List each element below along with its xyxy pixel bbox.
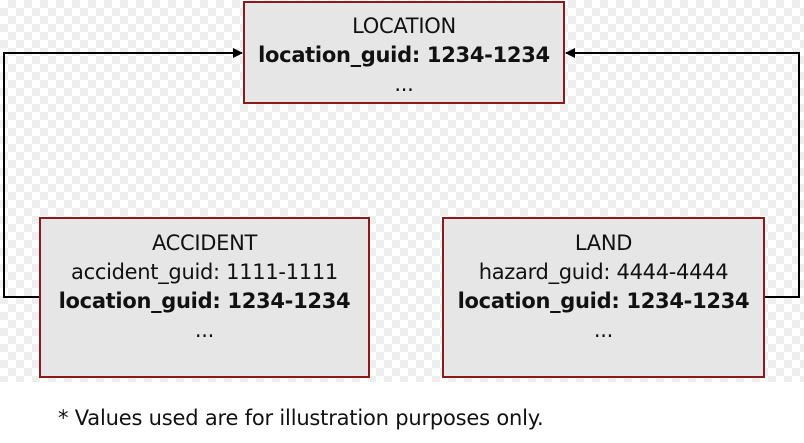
field-hazard-guid: hazard_guid: 4444-4444: [478, 260, 729, 284]
connector-land-to-location: [565, 48, 800, 298]
field-location-guid: location_guid: 1234-1234: [258, 43, 550, 67]
entity-title: LOCATION: [352, 14, 456, 38]
entity-location: LOCATION location_guid: 1234-1234 ...: [243, 1, 565, 104]
field-location-guid: location_guid: 1234-1234: [58, 289, 351, 313]
ellipsis: ...: [593, 318, 614, 342]
footnote: * Values used are for illustration purpo…: [58, 406, 544, 430]
entity-land: LAND hazard_guid: 4444-4444 location_gui…: [442, 217, 765, 378]
ellipsis: ...: [194, 318, 215, 342]
connectors: [3, 48, 800, 298]
field-accident-guid: accident_guid: 1111-1111: [71, 260, 338, 284]
ellipsis: ...: [394, 72, 414, 96]
connector-accident-to-location: [3, 48, 243, 298]
entity-title: ACCIDENT: [151, 231, 258, 255]
field-location-guid: location_guid: 1234-1234: [457, 289, 750, 313]
entity-accident: ACCIDENT accident_guid: 1111-1111 locati…: [39, 217, 370, 378]
entity-title: LAND: [574, 231, 633, 255]
